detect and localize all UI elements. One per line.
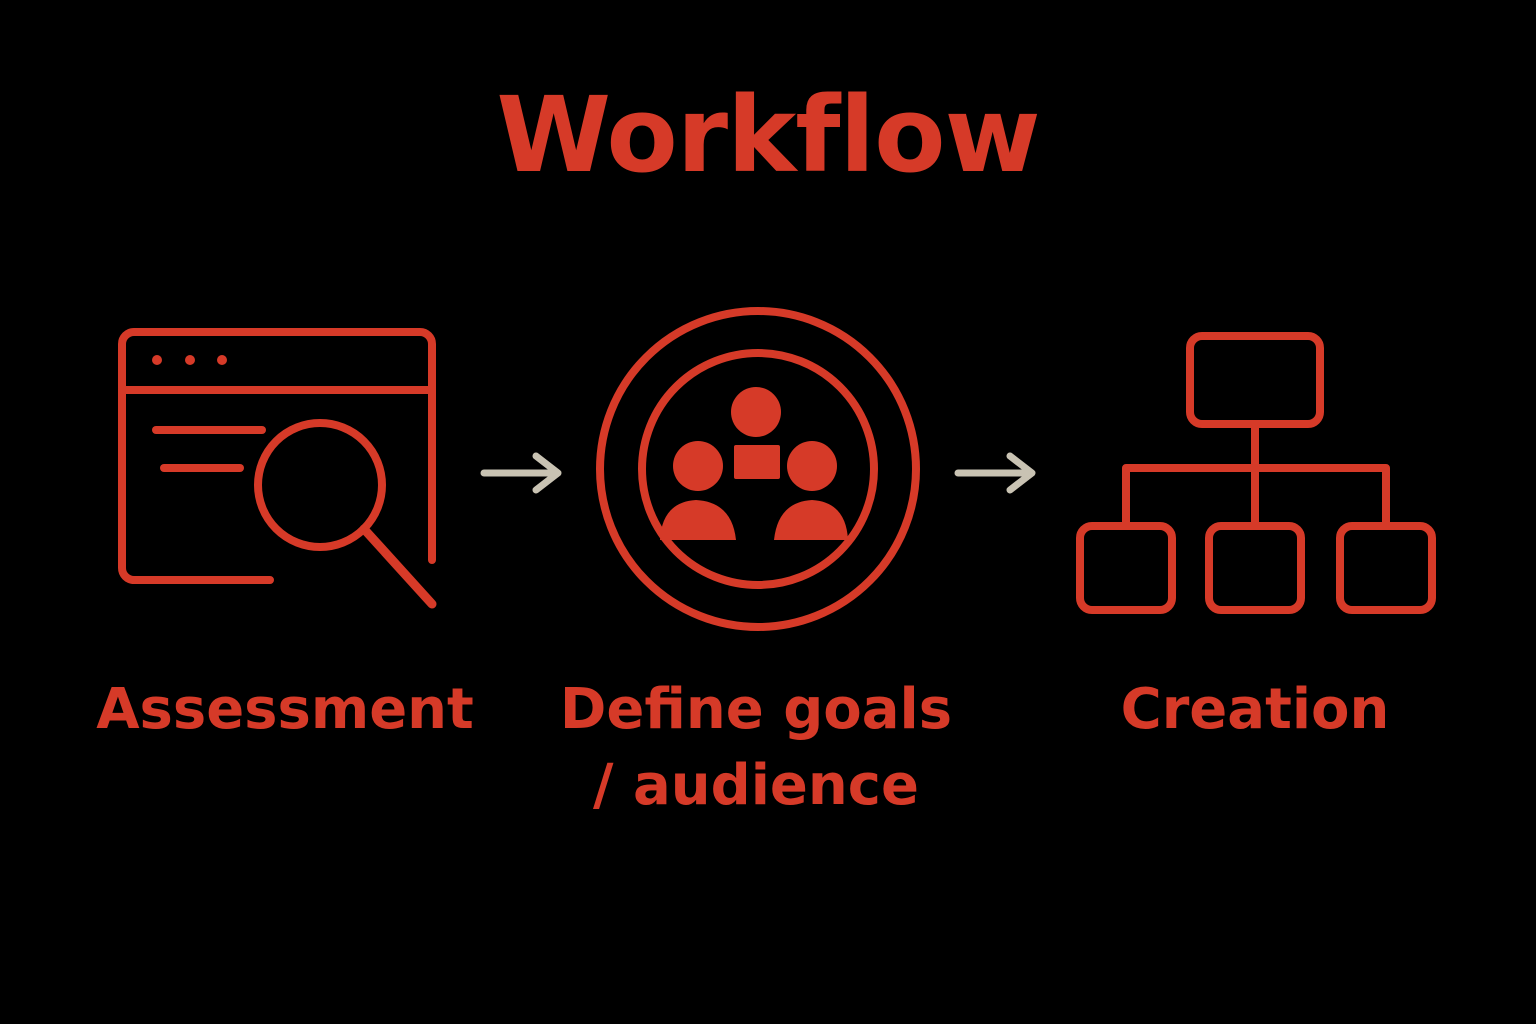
step-label-assessment: Assessment xyxy=(80,672,490,748)
step-label-define-goals: Define goals / audience xyxy=(550,672,962,824)
arrow-right-icon xyxy=(478,450,568,496)
team-audience-icon xyxy=(590,304,926,640)
arrow-right-icon xyxy=(952,450,1042,496)
browser-search-icon xyxy=(110,322,450,622)
diagram-title: Workflow xyxy=(496,74,1040,196)
step-label-line: Assessment xyxy=(96,677,474,742)
step-label-creation: Creation xyxy=(1050,672,1460,748)
hierarchy-chart-icon xyxy=(1074,330,1440,620)
step-label-line: Define goals xyxy=(559,677,953,742)
step-label-line: Creation xyxy=(1120,677,1390,742)
step-label-line: / audience xyxy=(593,753,919,818)
